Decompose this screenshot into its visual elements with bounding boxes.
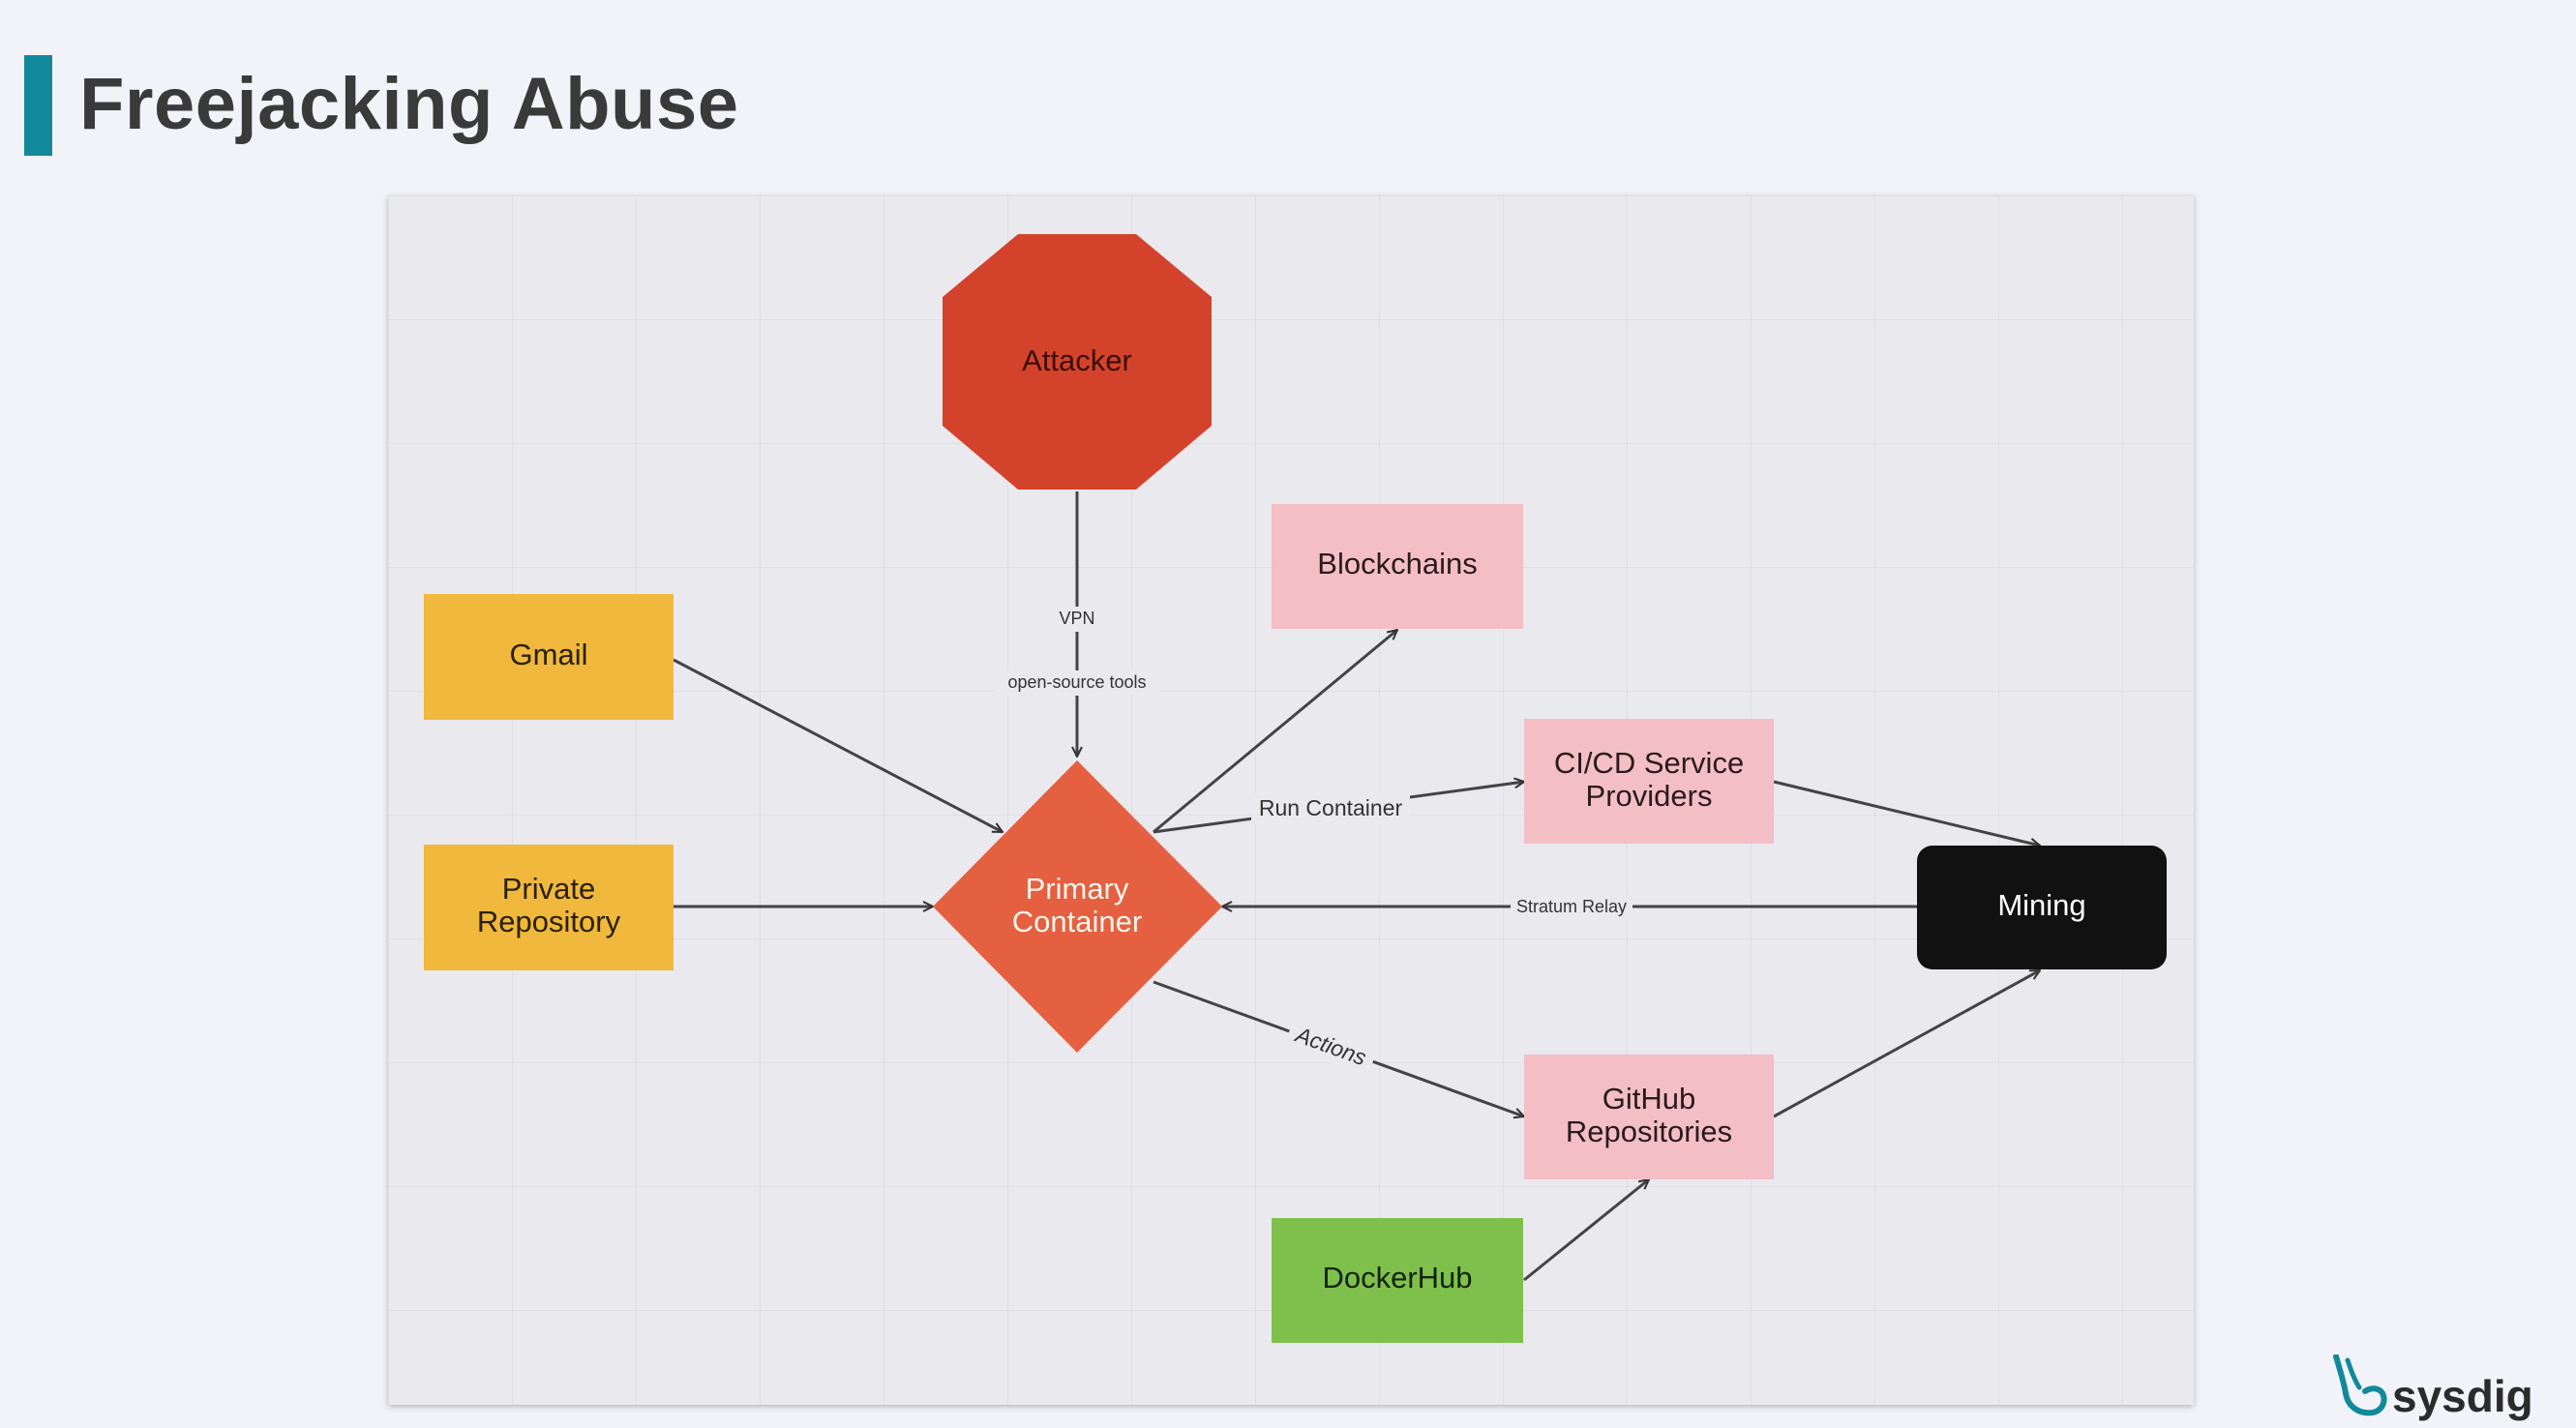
primary-container-diamond — [933, 760, 1222, 1053]
node-blockchains: Blockchains — [1272, 504, 1523, 629]
dockerhub-box — [1272, 1218, 1523, 1343]
node-dockerhub: DockerHub — [1272, 1218, 1523, 1343]
node-github: GitHub Repositories — [1524, 1055, 1774, 1179]
github-label-line2: Repositories — [1566, 1115, 1732, 1148]
private-repository-label-line2: Repository — [477, 905, 621, 938]
dockerhub-label: DockerHub — [1322, 1261, 1472, 1294]
sysdig-logo-icon — [2333, 1354, 2387, 1416]
edge-cicd-to-mining — [1773, 780, 2040, 846]
primary-container-label-line2: Container — [1012, 905, 1142, 938]
node-private-repository: Private Repository — [424, 845, 674, 970]
edge-gmail-to-container — [673, 658, 1003, 834]
cicd-label-line1: CI/CD Service — [1554, 746, 1744, 780]
node-gmail: Gmail — [424, 594, 674, 720]
brand-name: sysdig — [2392, 1371, 2533, 1421]
edge-labels: VPN open-source tools Run Container Stra… — [995, 607, 1632, 1077]
node-attacker: Attacker — [943, 234, 1212, 490]
github-label-line1: GitHub — [1603, 1082, 1695, 1116]
edge-label-open-source-tools: open-source tools — [1007, 672, 1146, 692]
edge-label-run-container: Run Container — [1259, 795, 1403, 820]
edge-label-vpn: VPN — [1059, 609, 1094, 628]
attacker-octagon — [943, 234, 1212, 490]
edge-label-stratum-relay: Stratum Relay — [1516, 897, 1627, 916]
blockchains-box — [1272, 504, 1523, 629]
primary-container-label-line1: Primary — [1026, 872, 1129, 906]
cicd-label-line2: Providers — [1586, 779, 1713, 813]
sysdig-brand: sysdig — [2330, 1354, 2553, 1422]
cicd-box — [1524, 719, 1774, 844]
mining-box — [1917, 846, 2167, 969]
gmail-label: Gmail — [510, 638, 588, 671]
flow-diagram: VPN open-source tools Run Container Stra… — [424, 234, 2167, 1343]
github-box — [1524, 1055, 1774, 1179]
attacker-label: Attacker — [1022, 343, 1132, 377]
node-cicd: CI/CD Service Providers — [1524, 719, 1774, 844]
edge-dockerhub-to-github — [1523, 1179, 1649, 1282]
title-accent-bar — [24, 55, 52, 156]
edge-container-to-blockchains — [1153, 630, 1397, 834]
mining-label: Mining — [1997, 888, 2085, 922]
gmail-box — [424, 594, 674, 720]
private-repository-box — [424, 845, 674, 970]
private-repository-label-line1: Private — [502, 872, 595, 906]
diagram-canvas: VPN open-source tools Run Container Stra… — [388, 195, 2194, 1405]
edge-github-to-mining — [1773, 968, 2040, 1118]
node-primary-container: Primary Container — [933, 760, 1222, 1053]
slide-title: Freejacking Abuse — [79, 63, 739, 145]
node-mining: Mining — [1917, 846, 2167, 969]
blockchains-label: Blockchains — [1317, 547, 1477, 580]
